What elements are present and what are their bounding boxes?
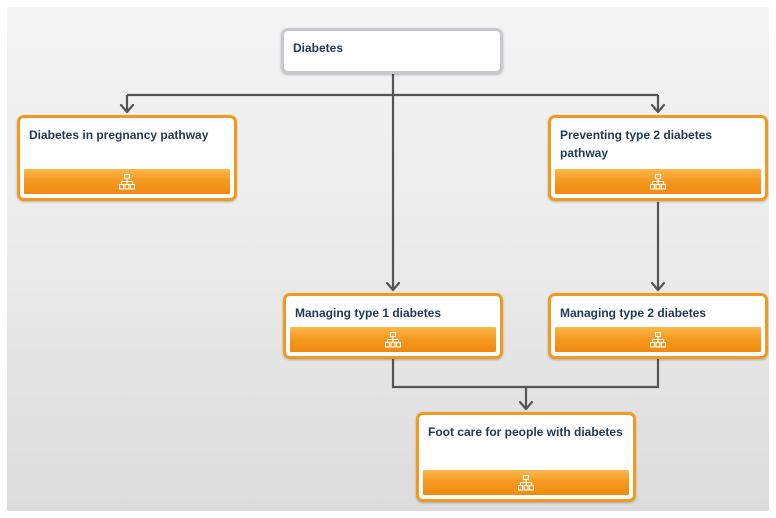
expand-pathway-bar[interactable] [423,470,629,495]
node-managing-type-1-diabetes-label: Managing type 1 diabetes [295,306,442,320]
node-managing-type-2-diabetes-label: Managing type 2 diabetes [560,306,707,320]
diagram-canvas: Diabetes Diabetes in pregnancy pathway P… [7,7,769,511]
node-diabetes[interactable]: Diabetes [281,28,503,74]
expand-pathway-bar[interactable] [555,169,761,194]
node-diabetes-in-pregnancy[interactable]: Diabetes in pregnancy pathway [17,115,237,201]
hierarchy-icon [119,173,135,190]
hierarchy-icon [518,474,534,491]
connector-to-footcare [391,358,660,409]
hierarchy-icon [650,331,666,348]
arrowhead-preventing [650,103,666,114]
expand-pathway-bar[interactable] [290,327,496,352]
arrowhead-type1 [385,281,401,292]
node-diabetes-label: Diabetes [293,41,344,55]
node-preventing-type-2-diabetes-label: Preventing type 2 diabetes pathway [560,128,713,160]
node-managing-type-2-diabetes[interactable]: Managing type 2 diabetes [548,293,768,359]
hierarchy-icon [385,331,401,348]
connector-root-branches [127,73,658,97]
arrowhead-footcare [518,400,534,411]
hierarchy-icon [650,173,666,190]
arrowhead-pregnancy [119,103,135,114]
arrowhead-type2 [650,281,666,292]
node-preventing-type-2-diabetes[interactable]: Preventing type 2 diabetes pathway [548,115,768,201]
node-diabetes-in-pregnancy-label: Diabetes in pregnancy pathway [29,128,209,142]
expand-pathway-bar[interactable] [24,169,230,194]
node-foot-care[interactable]: Foot care for people with diabetes [416,412,636,502]
connectors [119,73,666,411]
expand-pathway-bar[interactable] [555,327,761,352]
node-foot-care-label: Foot care for people with diabetes [428,425,623,439]
node-managing-type-1-diabetes[interactable]: Managing type 1 diabetes [283,293,503,359]
